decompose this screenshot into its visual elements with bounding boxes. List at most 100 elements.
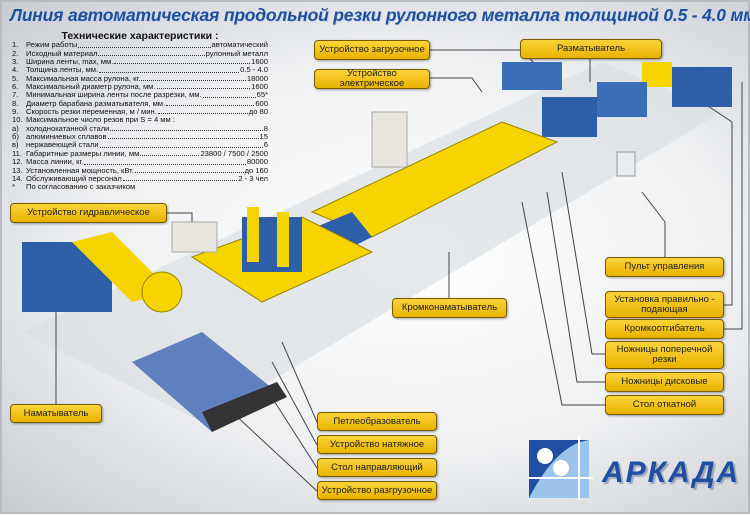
disc-shears-machine	[542, 97, 597, 137]
label-loading-device: Устройство загрузочное	[314, 40, 430, 60]
spec-value: до 160	[244, 165, 268, 175]
spec-number: 12.	[12, 157, 23, 167]
label-roll-table: Стол откатной	[605, 395, 724, 415]
spec-number: 11.	[12, 148, 22, 158]
spec-dots	[78, 41, 211, 48]
spec-dots	[142, 150, 200, 157]
spec-label: Масса линии, кг.	[26, 157, 84, 167]
spec-label: По согласованию с заказчиком	[26, 182, 136, 192]
technical-specifications: Технические характеристики : 1. Режим раб…	[12, 30, 269, 192]
arkada-logo: АРКАДА	[527, 434, 738, 506]
spec-number: 2.	[12, 48, 19, 58]
spec-dots	[156, 83, 251, 90]
spec-number: 14.	[12, 173, 23, 183]
spec-number: 4.	[12, 65, 19, 75]
spec-row: 11. Габаритные размеры линии, мм. 23800 / …	[12, 148, 268, 158]
spec-label: Максимальная масса рулона, кг.	[26, 73, 141, 83]
decoiler-machine	[672, 67, 732, 107]
label-cross-shears: Ножницы поперечной резки	[605, 341, 724, 369]
spec-dots	[166, 100, 255, 107]
spec-value: рулонный металл	[205, 48, 268, 58]
spec-value: автоматический	[211, 40, 269, 50]
label-hydraulic-device: Устройство гидравлическое	[10, 203, 167, 223]
spec-value: 23800 / 7500 / 2500	[200, 148, 268, 158]
spec-value: до 80	[248, 107, 268, 117]
spec-label: Максимальное число резов при S = 4 мм :	[26, 115, 175, 125]
spec-value: 0.5 - 4.0	[240, 65, 268, 75]
spec-label: Исходный материал	[26, 48, 98, 58]
label-disc-shears: Ножницы дисковые	[605, 372, 724, 392]
spec-dots	[107, 133, 259, 140]
spec-dots	[99, 66, 240, 73]
spec-row: 5. Максимальная масса рулона, кг. 18000	[12, 73, 268, 83]
spec-number: 5.	[12, 73, 19, 83]
spec-label: Габаритные размеры линии, мм.	[26, 148, 142, 158]
label-electrical-device: Устройство электрическое	[314, 69, 430, 89]
spec-dots	[141, 75, 246, 82]
spec-value: 600	[255, 98, 268, 108]
spec-row: 2. Исходный материал рулонный металл	[12, 48, 268, 58]
straightener-machine	[597, 82, 647, 117]
spec-label: Диаметр барабана разматывателя, мм.	[26, 98, 166, 108]
spec-number: 8.	[12, 98, 19, 108]
spec-row: 7.Минимальная ширина ленты после разрезк…	[12, 91, 268, 100]
label-tension-device: Устройство натяжное	[317, 435, 437, 454]
spec-label: Режим работы	[26, 40, 78, 50]
spec-value: 1600	[251, 82, 268, 92]
spec-label: нержавеющей стали	[26, 140, 99, 150]
label-decoiler: Разматыватель	[520, 39, 662, 59]
spec-value: 6	[263, 140, 268, 150]
spec-dots	[202, 91, 256, 98]
spec-dots	[157, 108, 248, 115]
hydraulic-unit	[171, 221, 218, 253]
label-edge-bender: Кромкоотгибатель	[605, 319, 724, 339]
spec-number: 9.	[12, 107, 19, 117]
spec-number: а)	[12, 123, 19, 133]
spec-row: 10.Максимальное число резов при S = 4 мм…	[12, 115, 268, 125]
spec-label: Толщина ленты, мм.	[26, 65, 99, 75]
spec-dots	[84, 158, 246, 165]
spec-label: Максимальный диаметр рулона, мм.	[26, 82, 156, 92]
spec-number: 1.	[12, 40, 19, 50]
spec-value: 15	[259, 132, 268, 142]
label-guide-table: Стол направляющий	[317, 458, 437, 477]
spec-row: 3. Ширина ленты, max, мм. 1600	[12, 57, 268, 67]
spec-label: Скорость резки переменная, м / мин.	[26, 107, 157, 117]
spec-row: 14.Обслуживающий персонал 2 - 3 чел	[12, 173, 268, 183]
spec-row: 13.Установленная мощность, кВт. до 160	[12, 165, 268, 175]
spec-dots	[99, 141, 263, 148]
control-panel	[616, 151, 636, 177]
spec-row: 8. Диаметр барабана разматывателя, мм. 600	[12, 98, 268, 108]
label-straightener: Установка правильно - подающая	[605, 291, 724, 318]
electrical-cabinet	[371, 111, 408, 168]
spec-row: 1. Режим работы автоматический	[12, 40, 269, 50]
spec-value: 80000	[246, 157, 268, 167]
page-title: Линия автоматическая продольной резки ру…	[10, 5, 750, 25]
logo-text: АРКАДА	[602, 456, 741, 489]
spec-row: * По согласованию с заказчиком	[12, 182, 268, 192]
spec-value: 2 - 3 чел	[238, 173, 268, 183]
spec-dots	[122, 175, 238, 182]
label-control-panel: Пульт управления	[605, 257, 724, 277]
spec-value: 1600	[251, 57, 268, 67]
spec-number: 10.	[12, 115, 23, 125]
spec-dots	[114, 58, 251, 65]
floor-platform	[22, 62, 722, 422]
spec-number: *	[12, 182, 15, 192]
spec-row: 4. Толщина ленты, мм. 0.5 - 4.0	[12, 65, 268, 75]
specs-heading: Технические характеристики :	[61, 30, 219, 42]
spec-label: Ширина ленты, max, мм.	[26, 57, 114, 67]
spec-dots	[110, 125, 263, 132]
spec-number: 3.	[12, 57, 19, 67]
spec-dots	[134, 167, 244, 173]
spec-label: холоднокатанной стали	[26, 123, 110, 133]
spec-label: Установленная мощность, кВт.	[26, 165, 134, 175]
label-looper: Петлеобразователь	[317, 412, 437, 431]
spec-value: 18000	[246, 73, 268, 83]
spec-number: 13.	[12, 165, 23, 175]
spec-label: Обслуживающий персонал	[26, 173, 122, 183]
spec-row: 9. Скорость резки переменная, м / мин. до …	[12, 107, 268, 117]
